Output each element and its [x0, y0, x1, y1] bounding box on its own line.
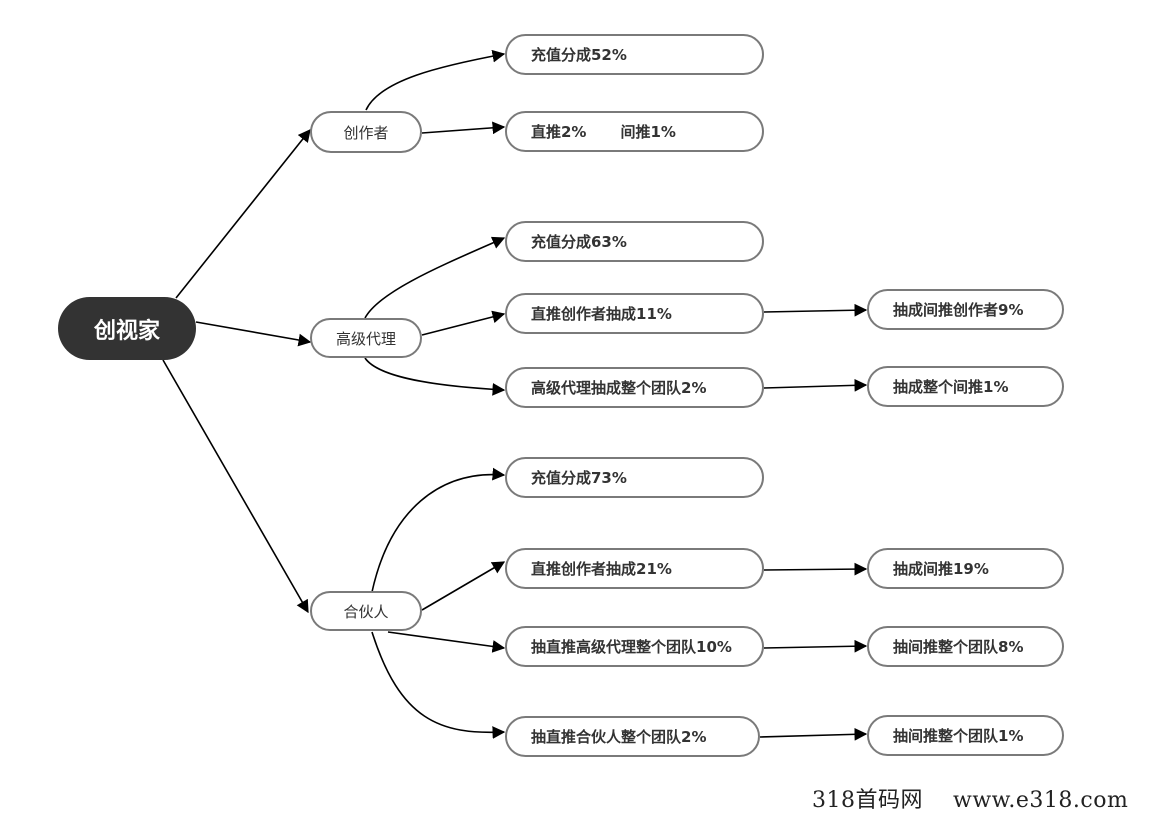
edge-partner-partner-team — [371, 631, 506, 739]
edge-root-partner — [162, 359, 309, 614]
partner-node: 合伙人 — [310, 591, 422, 631]
edge-partner-direct-to-sub — [763, 562, 868, 576]
root-node: 创视家 — [58, 297, 196, 360]
edge-partner-partner-team-to-sub — [759, 727, 868, 741]
watermark: 318首码网 www.e318.com — [812, 782, 1128, 814]
partner-indirect-team-8-node: 抽间推整个团队8% — [867, 626, 1064, 667]
agent-direct-creator-node: 直推创作者抽成11% — [505, 293, 764, 334]
edge-partner-direct-creator — [421, 561, 506, 611]
creator-direct-text: 直推2% — [531, 123, 587, 141]
edge-creator-recharge — [365, 49, 506, 111]
edge-root-senior-agent — [195, 321, 312, 347]
edge-partner-agent-team-to-sub — [763, 639, 868, 653]
edge-partner-agent-team — [387, 631, 506, 653]
agent-team-node: 高级代理抽成整个团队2% — [505, 367, 764, 408]
partner-indirect-node: 抽成间推19% — [867, 548, 1064, 589]
agent-recharge-node: 充值分成63% — [505, 221, 764, 262]
edge-agent-team — [364, 357, 506, 396]
edge-agent-recharge — [364, 236, 506, 319]
edge-agent-team-to-sub — [763, 378, 868, 392]
edge-root-creator — [175, 128, 311, 299]
edge-partner-recharge — [371, 467, 506, 593]
partner-indirect-team-1-node: 抽间推整个团队1% — [867, 715, 1064, 756]
partner-direct-creator-node: 直推创作者抽成21% — [505, 548, 764, 589]
edge-agent-direct-to-sub — [763, 303, 868, 317]
agent-indirect-creator-node: 抽成间推创作者9% — [867, 289, 1064, 330]
senior-agent-node: 高级代理 — [310, 318, 422, 358]
creator-recharge-node: 充值分成52% — [505, 34, 764, 75]
edge-agent-direct-creator — [421, 310, 506, 336]
watermark-brand: 318首码网 — [812, 788, 923, 813]
watermark-url: www.e318.com — [953, 788, 1129, 813]
agent-whole-indirect-node: 抽成整个间推1% — [867, 366, 1064, 407]
edge-creator-direct — [421, 121, 506, 135]
creator-indirect-text: 间推1% — [620, 123, 676, 141]
partner-agent-team-node: 抽直推高级代理整个团队10% — [505, 626, 764, 667]
partner-recharge-node: 充值分成73% — [505, 457, 764, 498]
partner-partner-team-node: 抽直推合伙人整个团队2% — [505, 716, 760, 757]
creator-referral-node: 直推2% 间推1% — [505, 111, 764, 152]
creator-node: 创作者 — [310, 111, 422, 153]
